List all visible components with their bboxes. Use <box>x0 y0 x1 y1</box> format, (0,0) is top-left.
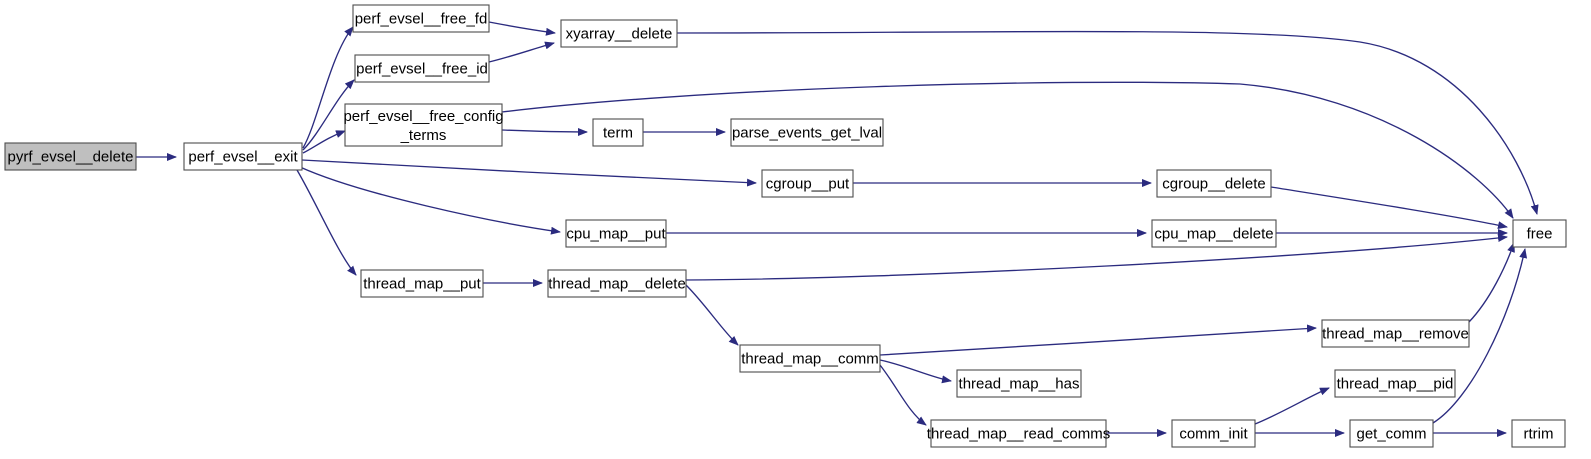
edge-cgroup__delete-to-free <box>1270 186 1508 230</box>
node-label: thread_map__put <box>363 275 481 292</box>
node-box <box>183 142 303 171</box>
node-cgroup__put[interactable]: cgroup__put <box>761 169 854 198</box>
node-box <box>1156 169 1272 198</box>
node-box <box>1321 319 1470 348</box>
edge-thread_map__remove-to-free <box>1468 242 1515 323</box>
node-box <box>352 4 490 33</box>
node-box <box>1512 219 1567 248</box>
node-perf_evsel__free_id[interactable]: perf_evsel__free_id <box>354 54 490 83</box>
node-box <box>1151 219 1277 248</box>
node-label: thread_map__read_comms <box>927 425 1110 442</box>
node-pyrf_evsel__delete[interactable]: pyrf_evsel__delete <box>4 142 137 171</box>
node-label: comm_init <box>1179 425 1248 442</box>
node-label: parse_events_get_lval <box>732 124 882 141</box>
node-label: thread_map__comm <box>741 350 879 367</box>
node-box <box>4 142 137 171</box>
node-thread_map__delete[interactable]: thread_map__delete <box>547 269 687 298</box>
node-box <box>344 103 503 147</box>
node-rtrim[interactable]: rtrim <box>1511 419 1566 448</box>
edge-perf_evsel__free_id-to-xyarray__delete <box>488 41 555 63</box>
node-thread_map__read_comms[interactable]: thread_map__read_comms <box>927 419 1110 448</box>
node-label: perf_evsel__free_fd <box>355 10 488 27</box>
edge-thread_map__delete-to-thread_map__comm <box>685 284 739 346</box>
node-label: term <box>603 124 633 141</box>
edge-perf_evsel__free_fd-to-xyarray__delete <box>488 21 556 36</box>
node-label: xyarray__delete <box>566 25 673 42</box>
node-box <box>560 19 678 48</box>
node-box <box>592 118 644 147</box>
node-parse_events_get_lval[interactable]: parse_events_get_lval <box>730 118 884 147</box>
edge-perf_evsel__free_config_terms-to-free <box>1239 83 1514 219</box>
node-box <box>1511 419 1566 448</box>
node-label: perf_evsel__free_id <box>356 60 488 77</box>
node-term[interactable]: term <box>592 118 644 147</box>
node-thread_map__has[interactable]: thread_map__has <box>956 369 1082 398</box>
edge-perf_evsel__exit-to-perf_evsel__free_fd <box>302 26 354 149</box>
node-comm_init[interactable]: comm_init <box>1171 419 1256 448</box>
node-box <box>1171 419 1256 448</box>
node-box <box>565 219 667 248</box>
node-thread_map__remove[interactable]: thread_map__remove <box>1321 319 1470 348</box>
node-xyarray__delete[interactable]: xyarray__delete <box>560 19 678 48</box>
node-label: cgroup__delete <box>1162 175 1265 192</box>
node-box <box>547 269 687 298</box>
edge-get_comm-to-free <box>1432 248 1528 424</box>
node-cpu_map__put[interactable]: cpu_map__put <box>565 219 667 248</box>
node-box <box>761 169 854 198</box>
edge-xyarray__delete-to-free <box>676 30 1539 215</box>
node-box <box>730 118 884 147</box>
node-label: cpu_map__delete <box>1154 225 1273 242</box>
node-cpu_map__delete[interactable]: cpu_map__delete <box>1151 219 1277 248</box>
edge-thread_map__comm-to-thread_map__read_comms <box>879 364 927 426</box>
edge-thread_map__delete-to-free <box>685 234 1508 281</box>
edge-thread_map__comm-to-thread_map__has <box>879 359 952 384</box>
node-label: cgroup__put <box>766 175 850 192</box>
node-box <box>1334 369 1456 398</box>
node-box <box>360 269 484 298</box>
node-box <box>1349 419 1434 448</box>
node-label: pyrf_evsel__delete <box>8 148 134 165</box>
node-label: cpu_map__put <box>566 225 666 242</box>
node-label: thread_map__has <box>959 375 1080 392</box>
node-thread_map__comm[interactable]: thread_map__comm <box>739 344 881 373</box>
node-box <box>930 419 1107 448</box>
node-label: get_comm <box>1356 425 1426 442</box>
edge-comm_init-to-thread_map__pid <box>1254 387 1330 425</box>
edge-perf_evsel__exit-to-cgroup__put <box>301 159 757 187</box>
edge-perf_evsel__exit-to-thread_map__put <box>296 169 357 276</box>
node-get_comm[interactable]: get_comm <box>1349 419 1434 448</box>
edge-perf_evsel__free_config_terms-to-xyarray__delete_skip <box>501 81 1241 113</box>
node-perf_evsel__exit[interactable]: perf_evsel__exit <box>183 142 303 171</box>
node-thread_map__put[interactable]: thread_map__put <box>360 269 484 298</box>
node-label: perf_evsel__free_config_terms <box>343 108 503 144</box>
nodes-layer: pyrf_evsel__delete perf_evsel__exit perf_e… <box>4 4 1567 448</box>
edges-layer <box>136 21 1539 437</box>
node-perf_evsel__free_config_terms[interactable]: perf_evsel__free_config_terms <box>343 103 504 147</box>
edge-perf_evsel__exit-to-cpu_map__put <box>299 166 561 235</box>
node-label: rtrim <box>1524 425 1554 442</box>
node-cgroup__delete[interactable]: cgroup__delete <box>1156 169 1272 198</box>
node-label: free <box>1527 225 1553 242</box>
node-label: thread_map__remove <box>1322 325 1469 342</box>
edge-thread_map__comm-to-thread_map__remove <box>879 324 1317 356</box>
node-label: perf_evsel__exit <box>188 148 298 165</box>
node-box <box>739 344 881 373</box>
edge-perf_evsel__exit-to-perf_evsel__free_config_terms <box>302 130 346 154</box>
node-box <box>354 54 490 83</box>
node-label: thread_map__pid <box>1337 375 1454 392</box>
node-box <box>956 369 1082 398</box>
node-perf_evsel__free_fd[interactable]: perf_evsel__free_fd <box>352 4 490 33</box>
edge-perf_evsel__exit-to-perf_evsel__free_id <box>302 79 355 151</box>
node-label: thread_map__delete <box>548 275 686 292</box>
node-free[interactable]: free <box>1512 219 1567 248</box>
edge-perf_evsel__free_config_terms-to-term <box>501 127 588 136</box>
node-thread_map__pid[interactable]: thread_map__pid <box>1334 369 1456 398</box>
